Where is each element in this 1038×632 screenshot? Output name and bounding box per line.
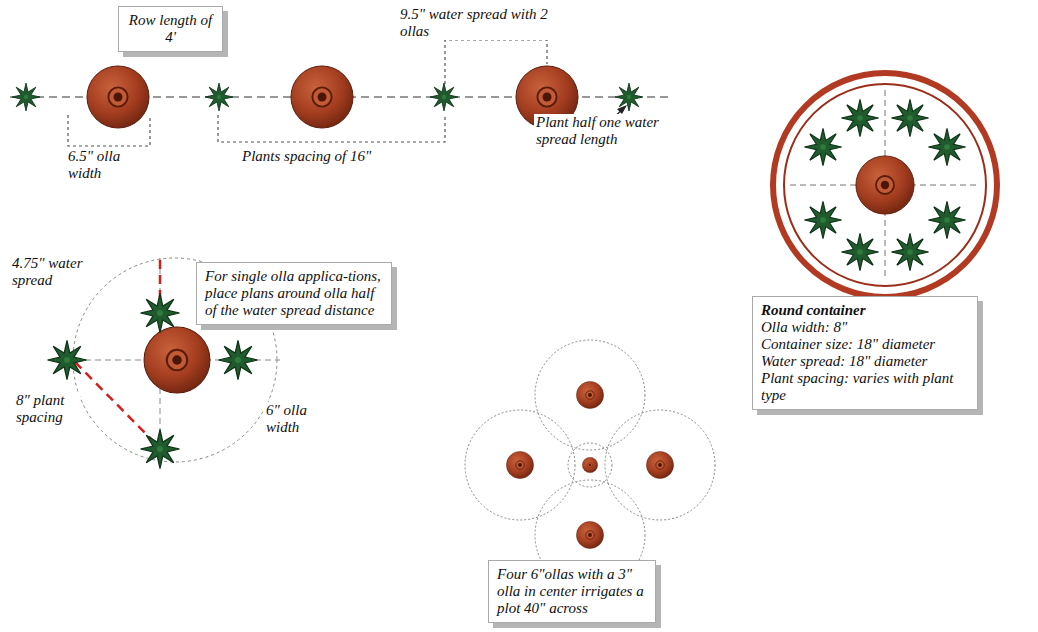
- callout-text: Round container: [761, 302, 969, 319]
- callout-text: Olla width: 8": [761, 319, 969, 336]
- callout-text: Four 6"ollas with a 3" olla in center ir…: [497, 566, 647, 617]
- callout-box: Four 6"ollas with a 3" olla in center ir…: [488, 560, 656, 623]
- callout-box: Round containerOlla width: 8"Container s…: [752, 296, 978, 410]
- dimension-label: 4.75" water spread: [10, 255, 86, 289]
- dimension-label: Plant half one water spread length: [534, 114, 670, 148]
- callout-text: Container size: 18" diameter: [761, 336, 969, 353]
- callout-text: Plant spacing: varies with plant type: [761, 370, 969, 404]
- dimension-label: 9.5" water spread with 2 ollas: [398, 6, 582, 40]
- dimension-label: 6.5" olla width: [66, 148, 146, 182]
- callout-text: Row length of 4': [127, 12, 214, 46]
- dimension-label: 8" plant spacing: [14, 392, 80, 426]
- callout-text: Water spread: 18" diameter: [761, 353, 969, 370]
- dimension-label: 6" olla width: [264, 402, 332, 436]
- callout-box: For single olla applica-tions, place pla…: [196, 262, 392, 325]
- callout-box: Row length of 4': [118, 6, 223, 52]
- dimension-label: Plants spacing of 16": [240, 148, 414, 165]
- callout-text: For single olla applica-tions, place pla…: [205, 268, 383, 319]
